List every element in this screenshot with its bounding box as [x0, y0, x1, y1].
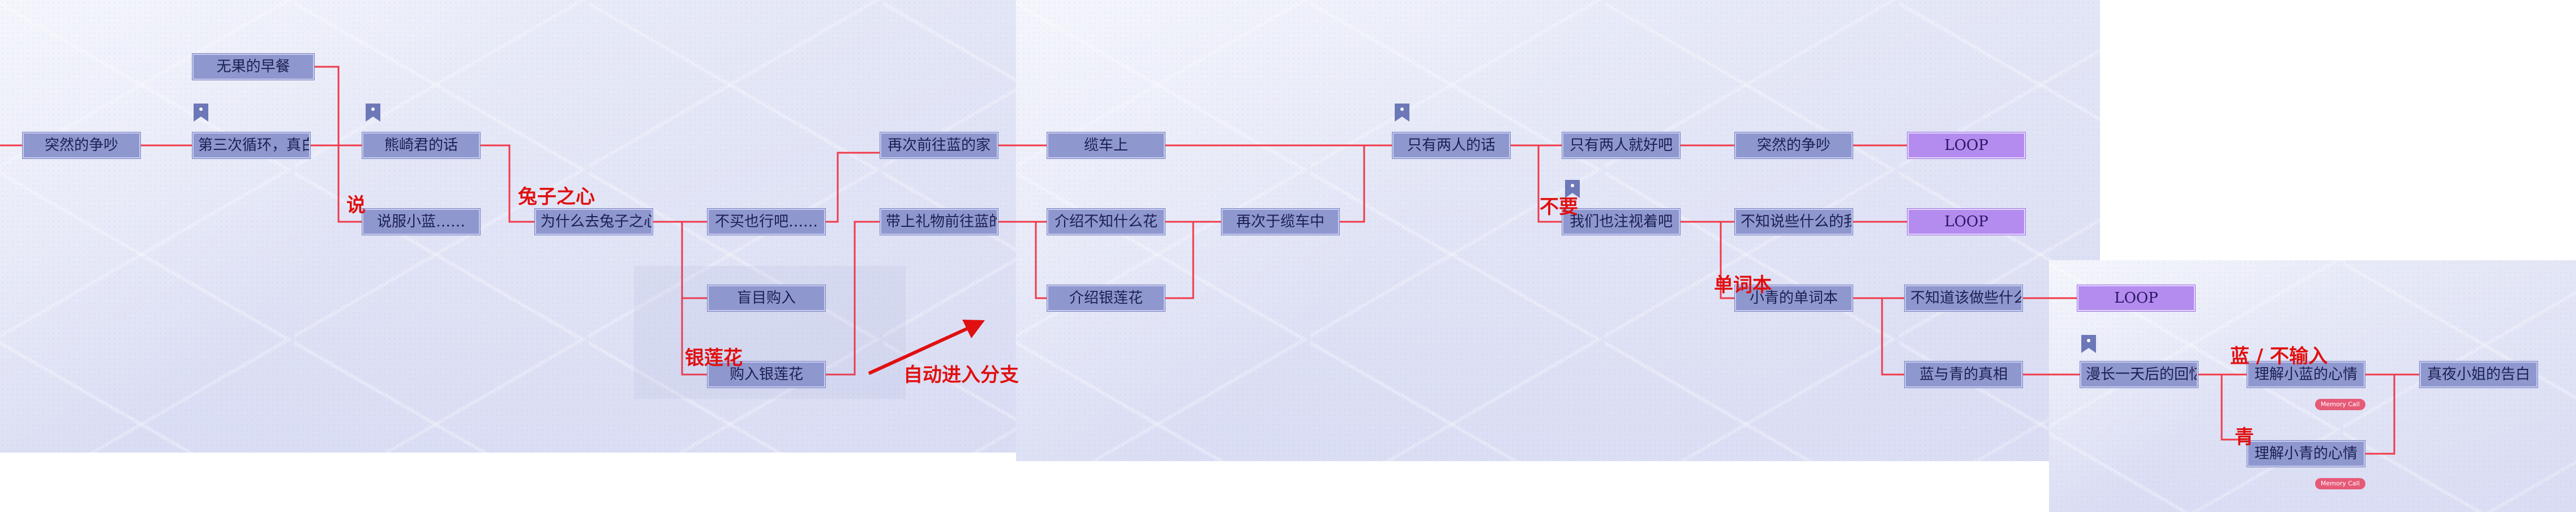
memory-call-badge: Memory Call [2315, 399, 2365, 410]
connector [1537, 145, 1562, 223]
choice-label: 说 [346, 194, 366, 217]
choice-label: 青 [2235, 426, 2254, 449]
connector [1720, 222, 1735, 299]
story-node[interactable]: 小青的单词本 [1734, 285, 1853, 312]
connector [825, 221, 880, 376]
story-node[interactable]: 介绍不知什么花 [1047, 208, 1165, 235]
connector [480, 144, 535, 223]
background-panel-1 [0, 0, 1016, 453]
story-node[interactable]: 蓝与青的真相 [1904, 361, 2023, 388]
connector [337, 145, 362, 223]
story-node[interactable]: 购入银莲花 [707, 361, 826, 388]
memory-call-badge: Memory Call [2315, 478, 2365, 489]
choice-label: 单词本 [1714, 274, 1772, 296]
auto-branch-label: 自动进入分支 [903, 364, 1019, 386]
connector [1881, 298, 1905, 376]
choice-label: 银莲花 [685, 347, 743, 369]
choice-label: 蓝 / 不输入 [2230, 345, 2328, 368]
story-node[interactable]: 真夜小姐的告白 [2419, 361, 2538, 388]
story-node[interactable]: 只有两人的话 [1392, 132, 1511, 159]
connector [314, 66, 340, 145]
story-node[interactable]: 不知说些什么的我 [1734, 208, 1853, 235]
loop-node[interactable]: LOOP [1907, 208, 2026, 235]
story-node[interactable]: 说服小蓝…… [362, 208, 481, 235]
story-node[interactable]: 为什么去兔子之心 [534, 208, 653, 235]
story-node[interactable]: 无果的早餐 [192, 53, 315, 80]
connector [1165, 222, 1194, 299]
story-node[interactable]: 再次前往蓝的家 [880, 132, 998, 159]
connector [825, 152, 880, 223]
story-node[interactable]: 带上礼物前往蓝的家 [880, 208, 998, 235]
story-node[interactable]: 盲目购入 [707, 285, 826, 312]
bookmark-icon [1395, 104, 1409, 122]
story-node[interactable]: 理解小青的心情 [2247, 440, 2365, 467]
loop-node[interactable]: LOOP [1907, 132, 2026, 159]
connector [681, 298, 708, 376]
auto-arrow-shaft [868, 325, 972, 375]
story-node[interactable]: 缆车上 [1047, 132, 1165, 159]
choice-label: 不要 [1540, 196, 1578, 218]
story-node[interactable]: 不买也行吧…… [707, 208, 826, 235]
story-node[interactable]: 我们也注视着吧 [1562, 208, 1681, 235]
connector [1339, 145, 1365, 223]
story-node[interactable]: 突然的争吵 [1734, 132, 1853, 159]
story-node[interactable]: 再次于缆车中 [1221, 208, 1340, 235]
story-node[interactable]: 只有两人就好吧 [1562, 132, 1681, 159]
story-node[interactable]: 介绍银莲花 [1047, 285, 1165, 312]
connector [2365, 373, 2395, 455]
auto-arrow-head [962, 320, 985, 338]
story-node[interactable]: 突然的争吵 [22, 132, 141, 159]
connector [1035, 222, 1047, 299]
choice-label: 兔子之心 [518, 186, 595, 208]
story-node[interactable]: 漫长一天后的回忆 [2080, 361, 2198, 388]
story-node[interactable]: 熊崎君的话 [362, 132, 481, 159]
story-node[interactable]: 不知道该做些什么 [1904, 285, 2023, 312]
connector [2198, 373, 2247, 441]
story-node[interactable]: 理解小蓝的心情 [2247, 361, 2365, 388]
loop-node[interactable]: LOOP [2077, 285, 2196, 312]
story-node[interactable]: 第三次循环，真白 [192, 132, 311, 159]
